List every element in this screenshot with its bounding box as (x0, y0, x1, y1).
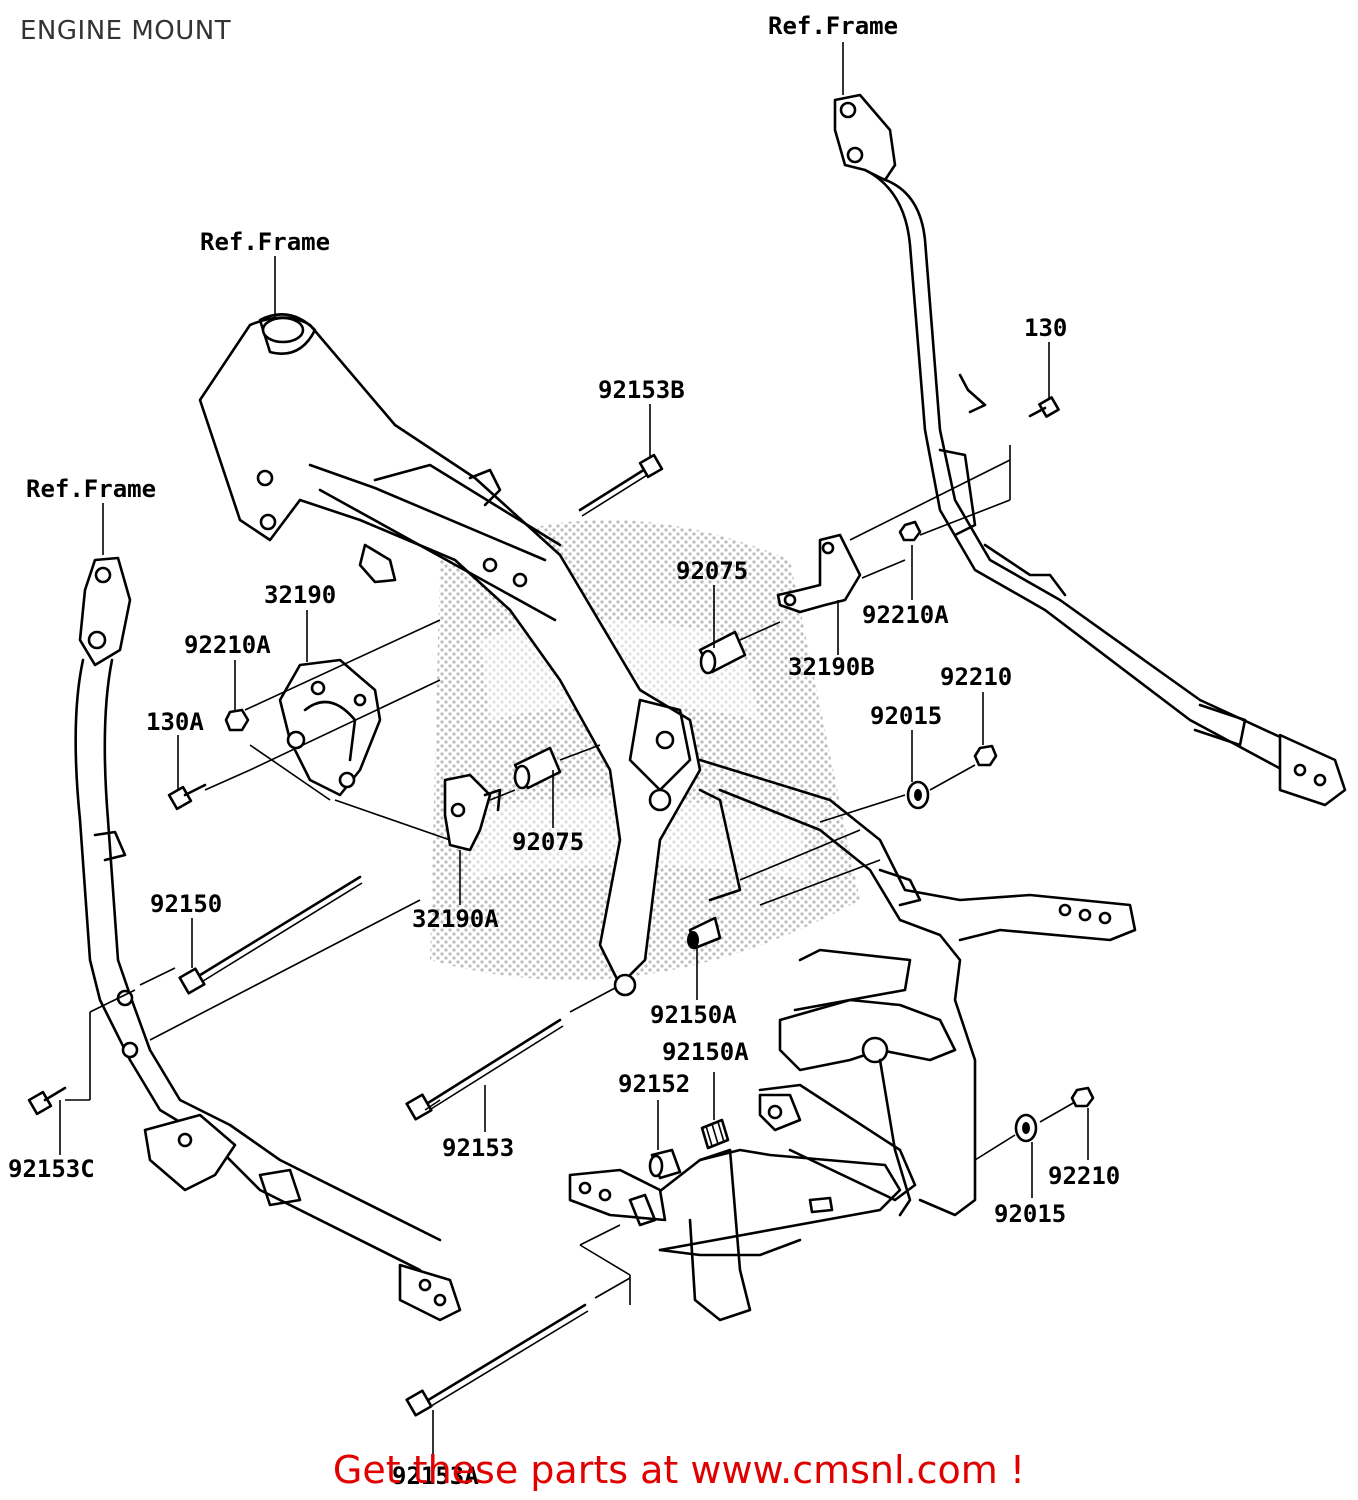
label-32190A: 32190A (412, 905, 499, 933)
label-ref-frame-mid: Ref.Frame (200, 228, 330, 256)
label-92150: 92150 (150, 890, 222, 918)
label-92210-upper: 92210 (940, 663, 1012, 691)
lower-cradle (698, 758, 1137, 1217)
label-92075-upper: 92075 (676, 557, 748, 585)
label-92153C: 92153C (8, 1155, 95, 1183)
nut-92210A-left (224, 708, 250, 732)
label-ref-frame-top: Ref.Frame (768, 12, 898, 40)
label-130: 130 (1024, 314, 1067, 342)
spring-92150A-b (700, 1118, 730, 1150)
label-92153B: 92153B (598, 376, 685, 404)
washer-92015-lower (1014, 1113, 1038, 1143)
label-92015-lower: 92015 (994, 1200, 1066, 1228)
main-frame-backbone (198, 313, 742, 997)
label-92150A-a: 92150A (650, 1001, 737, 1029)
bolt-92150 (178, 875, 363, 995)
bolt-92153 (405, 1018, 564, 1121)
label-92015-upper: 92015 (870, 702, 942, 730)
label-92153A: 92153A (392, 1462, 479, 1490)
label-92210A-left: 92210A (184, 631, 271, 659)
damper-92075-upper (698, 630, 747, 675)
bracket-32190 (278, 658, 382, 797)
label-92153: 92153 (442, 1134, 514, 1162)
spring-92150A-a (687, 916, 722, 950)
label-92152: 92152 (618, 1070, 690, 1098)
label-92150A-b: 92150A (662, 1038, 749, 1066)
label-92210-lower: 92210 (1048, 1162, 1120, 1190)
label-ref-frame-left: Ref.Frame (26, 475, 156, 503)
bracket-32190A (443, 773, 502, 852)
left-frame-tube (74, 556, 462, 1322)
label-32190B: 32190B (788, 653, 875, 681)
spacer-92152 (648, 1148, 682, 1180)
damper-92075-lower (513, 746, 562, 790)
page-title: ENGINE MOUNT (20, 16, 232, 46)
right-frame-tube (833, 93, 1347, 807)
label-130A: 130A (146, 708, 204, 736)
bottom-crossmember (568, 1083, 917, 1322)
bolt-92153B (578, 453, 664, 517)
bolt-92153C (27, 1086, 67, 1116)
label-92075-lower: 92075 (512, 828, 584, 856)
promo-link-text[interactable]: Get these parts at www.cmsnl.com ! (332, 1448, 1026, 1492)
bolt-130A (167, 783, 207, 811)
bolt-92153A (405, 1303, 589, 1417)
leader-lines (59, 42, 1089, 1465)
bracket-32190B (776, 533, 862, 614)
bolt-130 (1028, 396, 1060, 418)
part-labels: Ref.Frame Ref.Frame Ref.Frame 92153B 130… (8, 12, 1120, 1490)
nut-92210-lower (1070, 1086, 1095, 1108)
label-32190: 32190 (264, 581, 336, 609)
nut-92210A-right (898, 520, 922, 542)
washer-92015-upper (906, 780, 930, 810)
label-92210A-right: 92210A (862, 601, 949, 629)
nut-92210-upper (973, 744, 998, 767)
